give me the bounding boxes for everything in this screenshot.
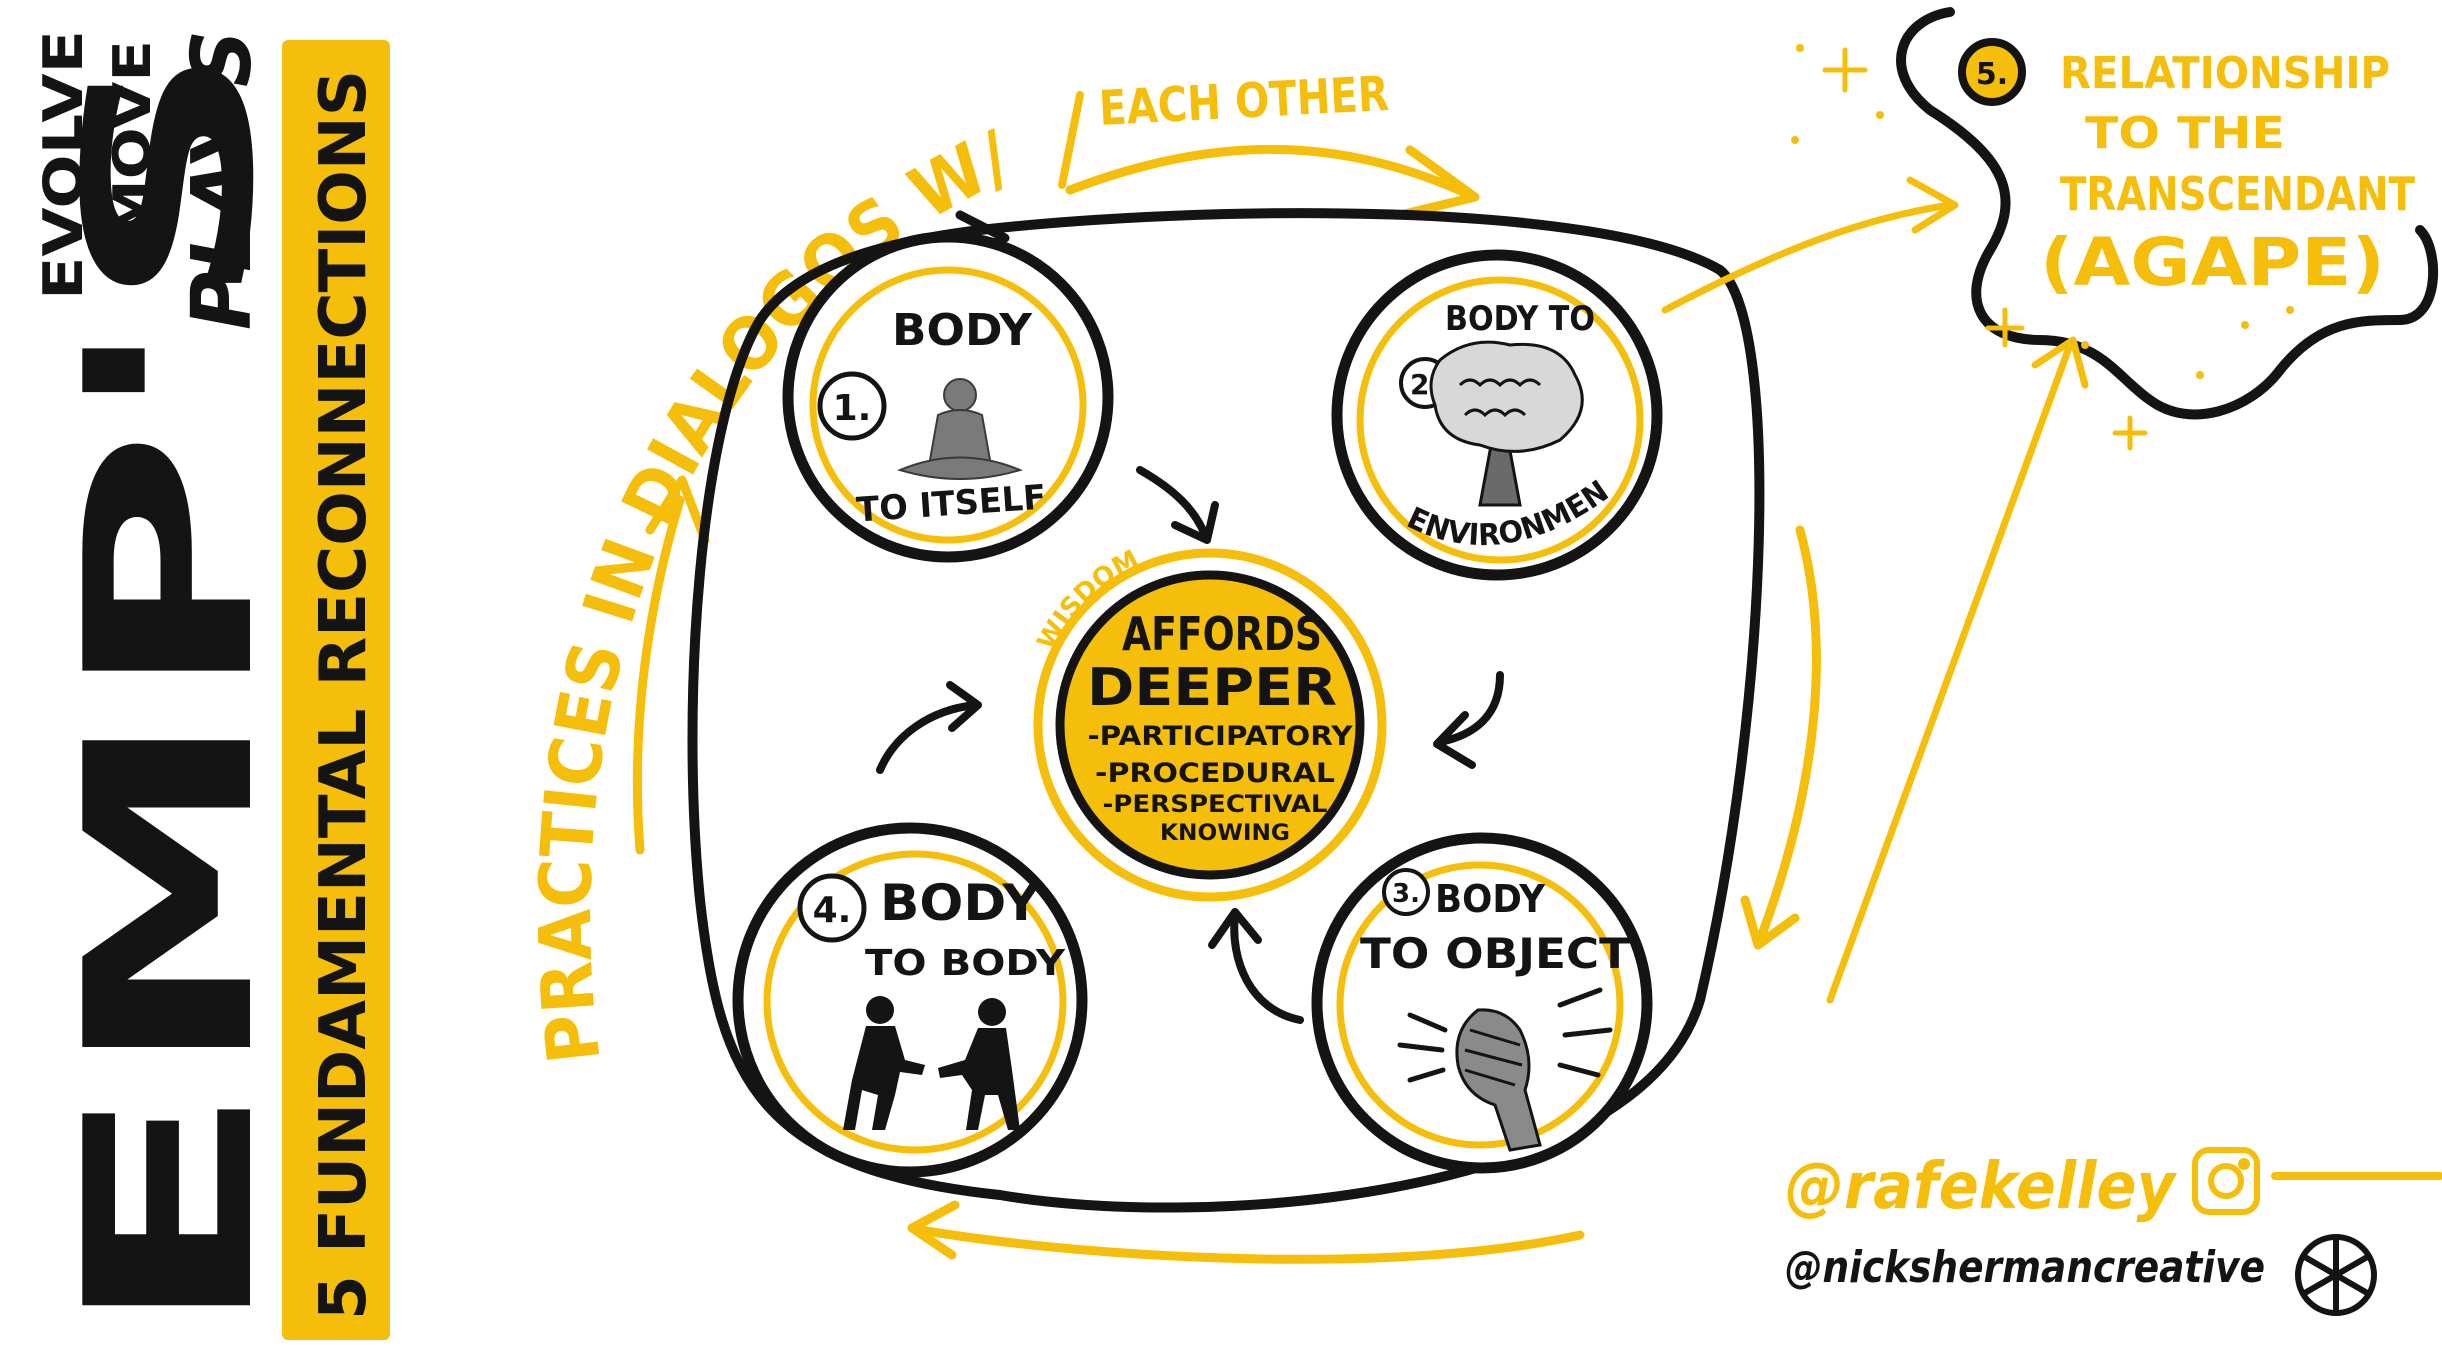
transcendent-section: 5. RELATIONSHIP TO THE TRANSCENDANT (AGA… xyxy=(1791,7,2439,451)
title-block: EMP'S EVOLVE MOVE PLAY'S 5 FUNDAMENTAL R… xyxy=(32,30,390,1340)
each-other-group: EACH OTHER xyxy=(1065,66,1480,220)
meditation-icon xyxy=(897,378,1023,480)
center-item-2: -PROCEDURAL xyxy=(1095,758,1335,789)
title-main: EMP'S xyxy=(38,40,305,1340)
transcendent-line-2: TO THE xyxy=(2085,108,2285,159)
each-other-arrowhead xyxy=(1395,145,1480,220)
node-3-subtitle: TO OBJECT xyxy=(1360,929,1630,978)
practices-arrow xyxy=(632,495,685,855)
title-line-move: MOVE xyxy=(103,40,163,240)
outer-loop xyxy=(687,208,1765,1213)
wheel-logo-icon xyxy=(2295,1234,2377,1316)
each-other-arrow xyxy=(1065,144,1475,200)
node-4-subtitle: TO BODY xyxy=(865,943,1066,984)
center-node: WISDOM AFFORDS DEEPER -PARTICIPATORY -PR… xyxy=(1032,545,1387,902)
transcendent-badge xyxy=(1958,38,2026,106)
title-banner-text: 5 FUNDAMENTAL RECONNECTIONS xyxy=(307,70,381,1320)
title-banner xyxy=(282,40,390,1340)
center-item-3: -PERSPECTIVAL xyxy=(1103,790,1328,818)
practices-slash xyxy=(1058,91,1084,189)
title-line-plays: PLAY'S xyxy=(175,30,270,330)
instagram-icon xyxy=(2192,1147,2260,1215)
node-body-to-body: 4. BODY TO BODY xyxy=(732,822,1088,1178)
node-1-title: BODY xyxy=(892,305,1033,356)
transcendent-line-4: (AGAPE) xyxy=(2040,224,2385,301)
node-3-number: 3. xyxy=(1392,879,1420,909)
node-2-title: BODY TO xyxy=(1445,299,1595,339)
wrestlers-icon xyxy=(843,996,1020,1130)
credit-handle-1: @rafekelley xyxy=(1785,1150,2177,1224)
hand-icon xyxy=(1397,987,1613,1152)
credits: @rafekelley @nickshermancreative xyxy=(1785,1147,2442,1316)
node-4-badge xyxy=(797,873,867,943)
center-item-1: -PARTICIPATORY xyxy=(1088,721,1353,752)
credit-handle-2: @nickshermancreative xyxy=(1785,1242,2265,1293)
center-line-deeper: DEEPER xyxy=(1087,658,1337,718)
transcendent-line-1: RELATIONSHIP xyxy=(2060,48,2390,99)
node-body-to-object: 3. BODY TO OBJECT xyxy=(1311,832,1653,1174)
tree-icon xyxy=(1429,340,1584,507)
cycle-arrows xyxy=(907,525,1821,1264)
node-3-title: BODY xyxy=(1435,877,1545,921)
transcendent-arrows xyxy=(1661,176,2089,1004)
node-3-badge xyxy=(1382,868,1430,916)
transcendent-number: 5. xyxy=(1976,57,2008,92)
sparkles xyxy=(1791,44,2294,451)
title-line-evolve: EVOLVE xyxy=(32,30,95,300)
node-4-title: BODY xyxy=(880,874,1041,932)
center-item-4: KNOWING xyxy=(1160,821,1290,846)
transcendent-border xyxy=(1896,7,2439,420)
center-line-affords: AFFORDS xyxy=(1122,607,1322,661)
node-1-badge xyxy=(817,371,887,441)
practices-arrowhead xyxy=(645,475,710,545)
transcendent-line-3: TRANSCENDANT xyxy=(2060,167,2416,221)
node-body-to-itself: BODY 1. TO ITSELF xyxy=(782,231,1114,563)
node-4-number: 4. xyxy=(813,890,852,931)
each-other-label: EACH OTHER xyxy=(1098,66,1391,137)
center-arrows xyxy=(876,466,1504,1024)
node-1-number: 1. xyxy=(833,388,872,429)
